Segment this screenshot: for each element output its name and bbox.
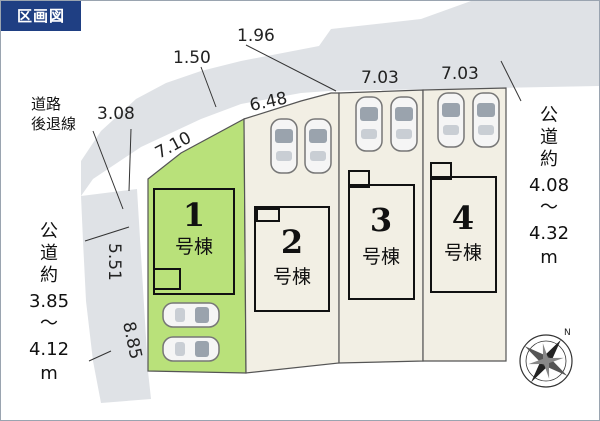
dimension-label-703a: 7.03 xyxy=(361,68,399,88)
road-left xyxy=(81,189,151,403)
road-right-char-3: 約 xyxy=(540,149,558,170)
road-right-tilde: ～ xyxy=(540,197,558,218)
lot-3-label: 号棟 xyxy=(362,246,400,268)
dimension-label-196: 1.96 xyxy=(237,26,275,46)
lot-3-house xyxy=(348,184,415,300)
car-icon xyxy=(162,336,220,362)
road-right-width-min: 4.08 xyxy=(529,175,569,196)
setback-note-line1: 道路 xyxy=(31,95,61,113)
lot-1-label: 号棟 xyxy=(175,236,213,258)
dim-line-left xyxy=(84,226,130,242)
road-left-char-2: 道 xyxy=(40,243,58,264)
lot-3-entrance xyxy=(348,170,370,188)
road-left-width-min: 3.85 xyxy=(29,291,69,312)
lot-2-label: 号棟 xyxy=(273,266,311,288)
dim-line-left2 xyxy=(88,350,112,362)
road-right-char-2: 道 xyxy=(540,127,558,148)
car-icon xyxy=(355,96,383,152)
plan-title: 区画図 xyxy=(1,1,81,31)
car-icon xyxy=(437,92,465,148)
lot-4-house xyxy=(430,176,497,293)
road-left-char-3: 約 xyxy=(40,265,58,286)
lot-2-number: 2 xyxy=(281,223,303,261)
setback-note-line2: 後退線 xyxy=(31,115,76,133)
road-top xyxy=(81,1,599,196)
compass-north-label: N xyxy=(564,328,571,338)
dimension-label-703b: 7.03 xyxy=(441,64,479,84)
car-icon xyxy=(162,302,220,328)
road-right-width-max: 4.32 xyxy=(529,223,569,244)
dim-line-150 xyxy=(200,66,217,108)
dim-line-right xyxy=(500,60,522,102)
lot-1-house xyxy=(153,188,235,295)
lot-1-entrance xyxy=(153,268,181,290)
dimension-label-150: 1.50 xyxy=(173,48,211,68)
lot-1-number: 1 xyxy=(183,196,205,234)
lot-2-entrance xyxy=(256,208,280,222)
road-left-tilde: ～ xyxy=(40,313,58,334)
lot-4-entrance xyxy=(430,162,452,180)
dim-line-196 xyxy=(245,44,337,92)
dim-line-308 xyxy=(128,128,132,192)
car-icon xyxy=(472,92,500,148)
lot-4-number: 4 xyxy=(452,199,474,237)
setback-line xyxy=(92,130,124,210)
road-right-char-1: 公 xyxy=(540,105,558,126)
road-right-unit: m xyxy=(540,247,558,268)
car-icon xyxy=(270,118,298,174)
road-left-width-max: 4.12 xyxy=(29,339,69,360)
lot-2-house xyxy=(254,206,330,312)
dimension-label-551: 5.51 xyxy=(104,243,124,281)
car-icon xyxy=(304,118,332,174)
lot-3-number: 3 xyxy=(370,201,392,239)
lot-4-label: 号棟 xyxy=(444,242,482,264)
car-icon xyxy=(390,96,418,152)
road-left-unit: m xyxy=(40,363,58,384)
dimension-label-308: 3.08 xyxy=(97,104,135,124)
compass-icon: N xyxy=(519,328,573,388)
road-left-char-1: 公 xyxy=(40,221,58,242)
